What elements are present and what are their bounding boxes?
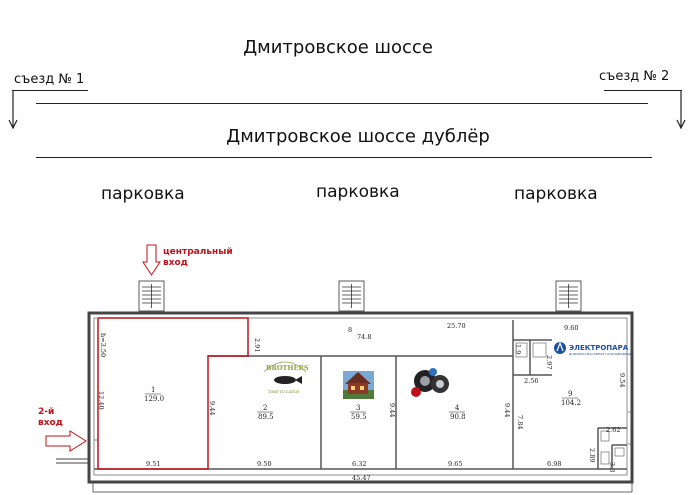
dim-2-97: 2.97 — [545, 355, 553, 369]
corridor-area: 74.8 — [357, 333, 371, 341]
dim-3-3: 3.3 — [608, 462, 616, 472]
dim-6-32: 6.32 — [352, 460, 366, 468]
room-1-area: 129.0 — [144, 395, 164, 403]
tires-icon — [411, 368, 449, 397]
fish-icon — [274, 376, 296, 384]
dim-45-47: 45.47 — [352, 474, 371, 482]
central-entrance-label: центральный вход — [163, 247, 233, 269]
central-entrance-line2: вход — [163, 258, 188, 268]
dim-h-3-50: h=3.50 — [99, 333, 107, 357]
room-9-area: 104.2 — [561, 399, 581, 407]
room-4-number: 4 — [455, 404, 460, 412]
central-entrance-arrow — [142, 244, 161, 276]
exit-1-label: съезд № 1 — [14, 72, 85, 87]
dim-2-56: 2.56 — [524, 377, 538, 385]
dim-1-9: 1.9 — [514, 344, 522, 354]
second-entrance-line2: вход — [38, 418, 63, 428]
room-1-number: 1 — [151, 386, 155, 394]
dim-9-44-a: 9.44 — [208, 401, 216, 415]
brothers-subtext: TIME TO CATCH — [268, 390, 299, 394]
brothers-text: BROTHERS — [266, 364, 309, 372]
dim-6-98: 6.98 — [547, 460, 561, 468]
road-line-top — [36, 103, 648, 104]
dim-2-89: 2.89 — [588, 448, 596, 462]
dim-2-62: 2.62 — [606, 426, 620, 434]
parking-label-left: парковка — [101, 184, 185, 204]
exit-2-arrow — [676, 91, 686, 130]
dim-9-54: 9.54 — [618, 373, 626, 387]
brothers-logo: BROTHERS TIME TO CATCH — [263, 361, 309, 394]
main-road-title: Дмитровское шоссе — [243, 37, 433, 58]
room-2-area: 89.5 — [258, 413, 274, 421]
second-entrance-label: 2-й вход — [38, 407, 63, 429]
dim-2-91: 2.91 — [253, 338, 261, 352]
exit-1-line — [12, 90, 88, 91]
stairs-center — [338, 280, 365, 312]
exit-2-line — [604, 90, 682, 91]
dim-9-51: 9.51 — [146, 460, 160, 468]
room-3-number: 3 — [356, 404, 360, 412]
dim-9-50: 9.50 — [257, 460, 271, 468]
room-labels: 1 129.0 2 89.5 3 59.5 4 90.8 9 104.2 — [144, 386, 581, 421]
electropara-subtext: ДОРОЖНО-МАСЛЯНАЯ ГАЗОПОВОДНЫЙ — [569, 351, 632, 356]
electropara-text: ЭЛЕКТРОПАРА — [569, 344, 629, 352]
dim-9-44-c: 9.44 — [503, 403, 511, 417]
electropara-logo: ЭЛЕКТРОПАРА ДОРОЖНО-МАСЛЯНАЯ ГАЗОПОВОДНЫ… — [554, 341, 632, 356]
parking-label-center: парковка — [316, 182, 400, 202]
exit-1-arrow — [8, 91, 18, 130]
room-3-area: 59.5 — [351, 413, 367, 421]
room-4-area: 90.8 — [450, 413, 466, 421]
building-outline — [56, 311, 634, 493]
doubler-road-title: Дмитровское шоссе дублёр — [226, 126, 490, 147]
dim-9-44-b: 9.44 — [388, 403, 396, 417]
door-marks — [94, 411, 632, 445]
dim-7-84: 7.84 — [516, 415, 524, 429]
dim-25-70: 25.70 — [447, 322, 466, 330]
stairs-right — [555, 280, 582, 312]
exit-2-label: съезд № 2 — [599, 69, 670, 84]
room-1-highlight — [97, 317, 249, 470]
dim-9-65: 9.65 — [448, 460, 462, 468]
house-icon — [343, 371, 374, 399]
bathroom-fixtures — [515, 342, 625, 465]
parking-label-right: парковка — [514, 184, 598, 204]
corridor-number: 8 — [348, 326, 352, 334]
room-9-number: 9 — [568, 390, 572, 398]
road-line-bottom — [36, 157, 652, 158]
stairs-left — [138, 280, 165, 312]
dim-9-60: 9.60 — [564, 324, 578, 332]
dimension-labels: h=3.50 12.40 2.91 8 74.8 25.70 9.60 9.44… — [97, 322, 626, 482]
central-entrance-line1: центральный — [163, 247, 233, 257]
room-2-number: 2 — [263, 404, 267, 412]
second-entrance-arrow — [45, 430, 87, 452]
dim-12-40: 12.40 — [97, 391, 105, 410]
second-entrance-line1: 2-й — [38, 407, 55, 417]
